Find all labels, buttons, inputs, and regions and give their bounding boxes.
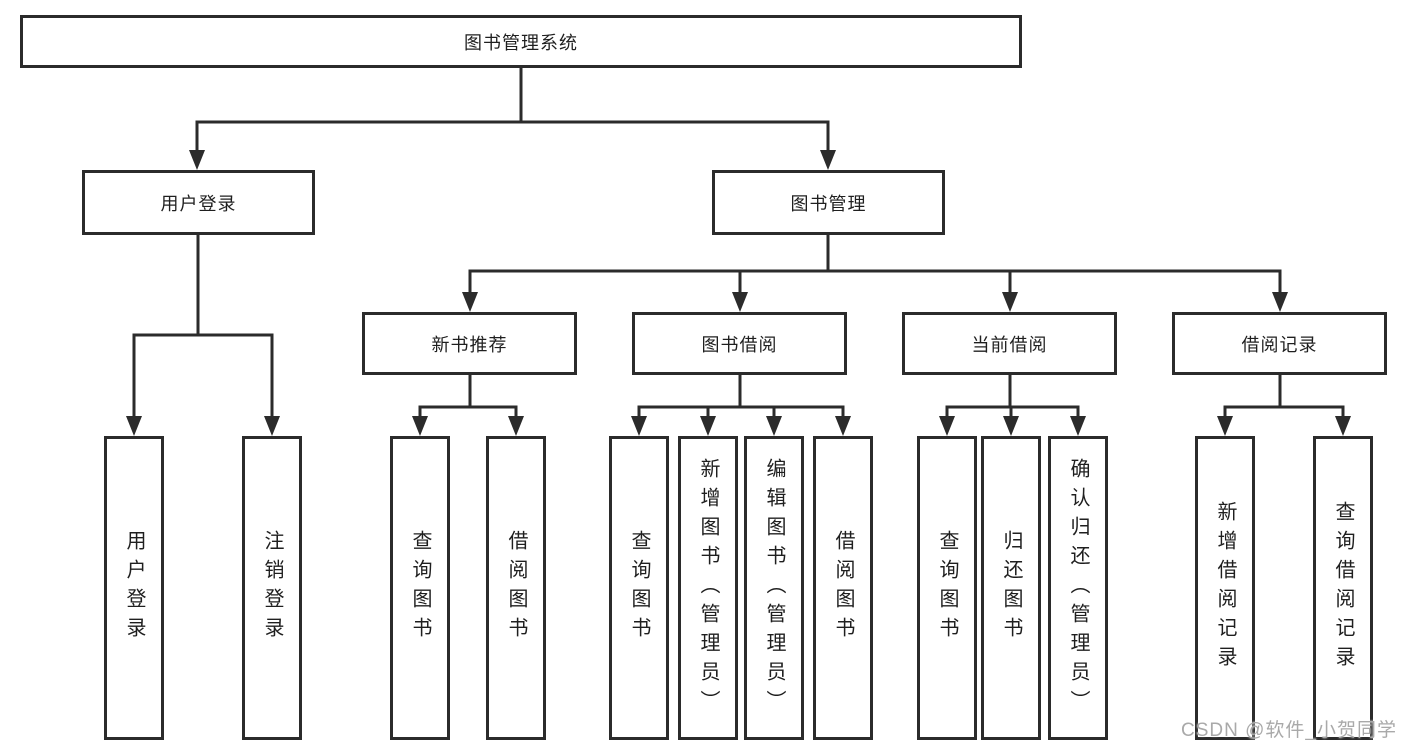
node-leaf-borrow-books: 借阅图书 [813, 436, 873, 740]
node-label: 查询借阅记录 [1332, 501, 1354, 675]
node-book-management: 图书管理 [712, 170, 945, 235]
node-book-borrowing: 图书借阅 [632, 312, 847, 375]
node-leaf-query-books: 查询图书 [917, 436, 977, 740]
connector-paths [132, 66, 1345, 420]
node-leaf-logout: 注销登录 [242, 436, 302, 740]
node-label: 查询图书 [936, 530, 958, 646]
node-label: 用户登录 [123, 530, 145, 646]
node-label: 新增借阅记录 [1214, 501, 1236, 675]
node-label: 确认归还（管理员） [1067, 457, 1089, 719]
node-label: 编辑图书（管理员） [763, 457, 785, 719]
node-leaf-borrow-books: 借阅图书 [486, 436, 546, 740]
node-borrowing-records: 借阅记录 [1172, 312, 1387, 375]
node-current-borrowing: 当前借阅 [902, 312, 1117, 375]
node-leaf-user-login: 用户登录 [104, 436, 164, 740]
node-label: 查询图书 [409, 530, 431, 646]
arrowheads [126, 150, 1351, 436]
node-leaf-query-books: 查询图书 [609, 436, 669, 740]
node-label: 注销登录 [261, 530, 283, 646]
csdn-watermark: CSDN @软件_小贺同学 [1181, 720, 1397, 741]
node-label: 查询图书 [628, 530, 650, 646]
node-label: 归还图书 [1000, 530, 1022, 646]
node-leaf-add-borrow-record: 新增借阅记录 [1195, 436, 1255, 740]
node-label: 借阅图书 [832, 530, 854, 646]
node-label: 新增图书（管理员） [697, 457, 719, 719]
node-leaf-edit-books-admin: 编辑图书（管理员） [744, 436, 804, 740]
node-new-book-recommend: 新书推荐 [362, 312, 577, 375]
node-user-login: 用户登录 [82, 170, 315, 235]
node-library-management-system: 图书管理系统 [20, 15, 1022, 68]
node-leaf-add-books-admin: 新增图书（管理员） [678, 436, 738, 740]
node-label: 借阅图书 [505, 530, 527, 646]
node-leaf-query-books: 查询图书 [390, 436, 450, 740]
node-leaf-confirm-return-admin: 确认归还（管理员） [1048, 436, 1108, 740]
node-leaf-return-books: 归还图书 [981, 436, 1041, 740]
node-leaf-query-borrow-record: 查询借阅记录 [1313, 436, 1373, 740]
